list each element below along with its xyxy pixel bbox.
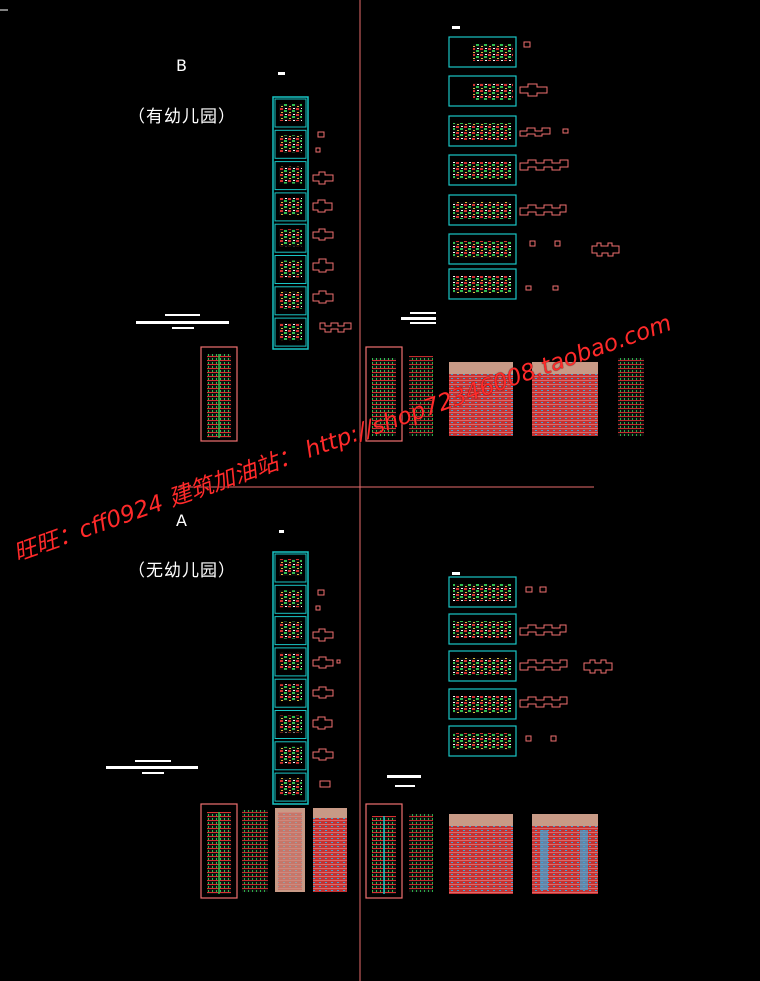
section-drawing xyxy=(372,358,396,436)
plan-drawing xyxy=(279,715,302,733)
plan-sheet xyxy=(274,161,307,191)
plan-drawing xyxy=(279,590,302,608)
plan-drawing xyxy=(279,166,302,184)
plan-sheet xyxy=(274,286,307,316)
plan-sheet xyxy=(274,129,307,159)
plan-column-a xyxy=(272,551,309,805)
building-a-caption: （无幼儿园） xyxy=(128,561,236,581)
sheet-dividers xyxy=(0,0,594,981)
plan-drawing xyxy=(279,778,302,796)
plan-drawing xyxy=(279,197,302,215)
plan-sheet xyxy=(448,75,517,107)
plan-drawing xyxy=(453,621,511,638)
plan-sheet xyxy=(448,268,517,300)
plan-drawing xyxy=(279,135,302,153)
plan-drawing xyxy=(453,123,511,140)
plan-drawing xyxy=(279,104,302,121)
elevations-right-bottom xyxy=(365,803,598,899)
plan-sheet xyxy=(448,613,517,645)
plan-drawing xyxy=(453,584,511,601)
title-block-right-top xyxy=(401,26,460,324)
title-block-right-bottom xyxy=(387,572,460,787)
plan-sheet xyxy=(448,36,517,68)
plan-sheet xyxy=(274,710,307,739)
tiny-details-a xyxy=(312,589,341,788)
plan-drawing xyxy=(279,291,302,309)
tiny-details-right-top xyxy=(519,41,620,291)
plan-sheet xyxy=(448,154,517,186)
plan-sheet xyxy=(448,650,517,682)
plan-sheet xyxy=(274,678,307,708)
plan-drawing xyxy=(279,746,302,764)
plan-sheet xyxy=(274,98,307,128)
tiny-details-right-bottom xyxy=(519,586,613,742)
plan-drawing xyxy=(453,202,511,219)
plan-sheets-a xyxy=(274,553,307,802)
elevation-drawing xyxy=(532,362,598,436)
title-block-a xyxy=(106,530,284,774)
plan-sheet xyxy=(448,725,517,757)
plan-drawing xyxy=(473,44,513,61)
plan-drawing xyxy=(279,260,302,278)
plan-sheet xyxy=(448,115,517,147)
building-b-caption: （有幼儿园） xyxy=(128,107,236,127)
elevation-b-left xyxy=(200,346,238,442)
title-block-b xyxy=(136,72,285,329)
plan-drawing xyxy=(279,652,302,670)
elevation-roof xyxy=(449,362,513,374)
plan-drawing xyxy=(279,559,302,576)
plan-drawing xyxy=(473,83,513,100)
plan-drawing xyxy=(453,696,511,713)
elevation-outline xyxy=(365,346,403,442)
plan-drawing xyxy=(453,276,511,293)
plan-sheet xyxy=(274,584,307,614)
plan-sheet xyxy=(448,233,517,265)
plan-sheet xyxy=(274,553,307,583)
plan-sheet xyxy=(448,576,517,608)
elevations-right-top xyxy=(365,346,644,442)
plan-sheet xyxy=(274,616,307,646)
plan-drawing xyxy=(279,323,302,341)
plan-sheets-right-top xyxy=(448,36,517,300)
plan-sheets-b xyxy=(274,98,307,347)
plan-sheet xyxy=(274,223,307,253)
plan-drawing xyxy=(453,658,511,675)
plan-drawing xyxy=(279,684,302,702)
plan-sheets-right-bottom xyxy=(448,576,517,757)
plan-sheet xyxy=(274,647,307,677)
plan-drawing xyxy=(453,162,511,179)
plan-sheet xyxy=(448,194,517,226)
building-b-letter: B xyxy=(176,56,187,75)
section-drawing xyxy=(409,356,433,436)
elevation-roof xyxy=(532,362,598,374)
plan-sheet xyxy=(274,317,307,347)
plan-drawing xyxy=(453,733,511,750)
plan-sheet xyxy=(448,688,517,720)
plan-sheet xyxy=(274,255,307,284)
plan-sheet xyxy=(274,741,307,771)
plan-sheet xyxy=(274,192,307,222)
elevations-a xyxy=(200,803,347,899)
plan-sheet xyxy=(274,772,307,802)
plan-drawing xyxy=(453,241,511,258)
tiny-details-b xyxy=(312,131,352,333)
building-a-letter: A xyxy=(176,511,187,530)
plan-drawing xyxy=(279,621,302,639)
section-drawing xyxy=(618,358,644,436)
plan-column-b xyxy=(272,96,309,350)
elevation-drawing xyxy=(449,362,513,436)
plan-drawing xyxy=(279,229,302,247)
